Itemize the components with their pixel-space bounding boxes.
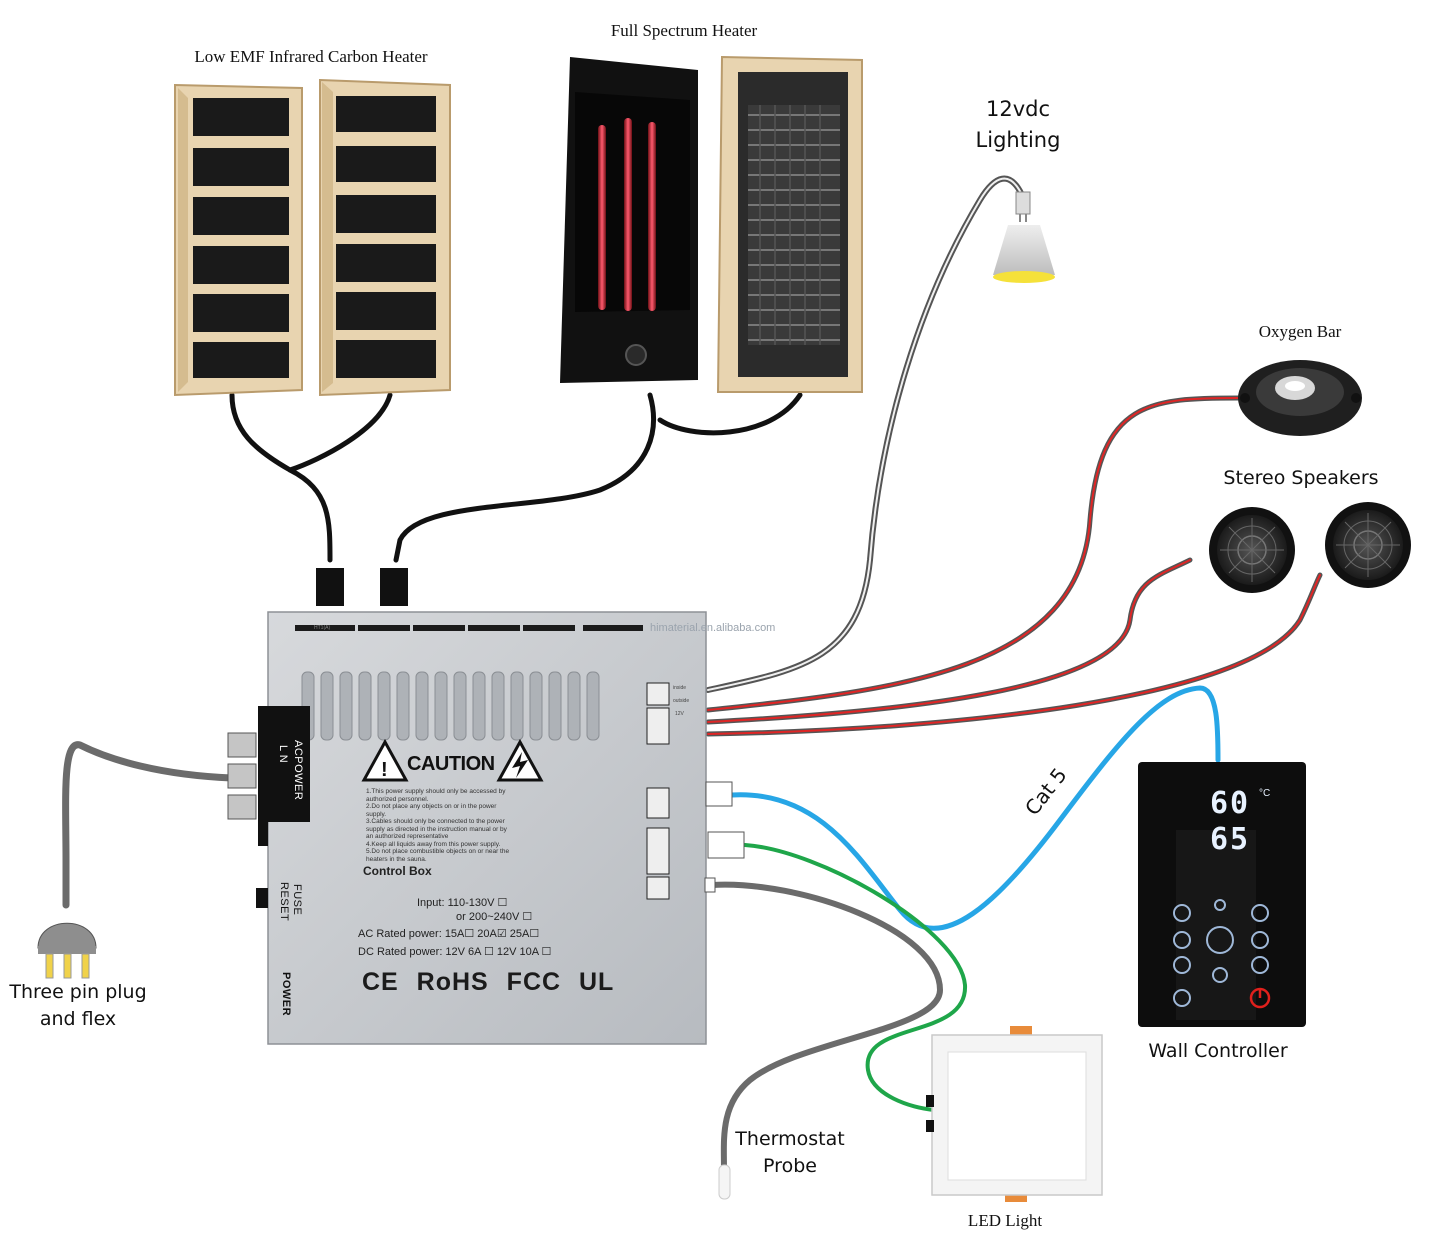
spectrum-heater-cable: [393, 392, 656, 563]
plug-label-line2: and flex: [39, 1008, 117, 1030]
oxygen-bar-cable: [705, 395, 1243, 713]
thermostat-cable: [709, 881, 944, 1173]
carbon-heater-left: [174, 83, 303, 397]
caution-note: authorized personnel.: [366, 795, 429, 803]
fuse-label: FUSE: [291, 884, 303, 916]
plug-label-line1: Three pin plug: [9, 981, 147, 1003]
cat5-cable: [729, 685, 1221, 931]
oxygen-bar-icon: [1238, 360, 1362, 436]
lighting-label-line2: Lighting: [975, 128, 1061, 152]
controller-top-value: 60: [1210, 786, 1251, 821]
reset-label: RESET: [278, 882, 290, 922]
port-outside-label: outside: [673, 698, 690, 704]
spectrum-heater-cable-2: [657, 392, 803, 436]
mains-cable: [62, 741, 236, 909]
wires: [62, 175, 1323, 1173]
full-spectrum-heater-front: [560, 57, 698, 383]
input-spec-1: Input: 110-130V ☐: [417, 897, 508, 909]
svg-text:!: !: [381, 759, 388, 781]
caution-note: 3.Cables should only be connected to the…: [366, 818, 505, 825]
watermark: himaterial.en.alibaba.com: [650, 622, 776, 634]
led-light-icon: [926, 1026, 1103, 1202]
speaker-left-icon: [1209, 507, 1295, 593]
speaker-right-icon: [1325, 502, 1411, 588]
ln-label: L N: [277, 745, 289, 764]
thermostat-probe-icon: [718, 1164, 731, 1200]
led-cable: [743, 843, 968, 1112]
ac-rated-spec: AC Rated power: 15A☐ 20A☑ 25A☐: [358, 928, 540, 940]
speakers-label: Stereo Speakers: [1223, 467, 1379, 489]
speaker-cable-right: [705, 572, 1323, 737]
caution-note: 1.This power supply should only be acces…: [366, 788, 506, 795]
caution-note: 4.Keep all liquids away from this power …: [366, 840, 501, 848]
caution-note: an authorized representative: [366, 833, 449, 840]
carbon-heater-label: Low EMF Infrared Carbon Heater: [194, 47, 428, 66]
caution-note: heaters in the sauna.: [366, 855, 427, 863]
lighting-bulb-icon: [993, 191, 1055, 283]
ac-power-label: ACPOWER: [292, 740, 304, 801]
control-box-title: Control Box: [363, 864, 432, 878]
thermostat-label-line1: Thermostat: [735, 1128, 845, 1150]
caution-note: supply as directed in the instruction ma…: [366, 825, 507, 833]
full-spectrum-heater-label: Full Spectrum Heater: [610, 21, 758, 40]
oxygen-bar-label: Oxygen Bar: [1258, 322, 1342, 341]
carbon-heater-right: [319, 78, 451, 397]
three-pin-plug-icon: [37, 922, 97, 979]
controller-unit: °C: [1259, 788, 1271, 799]
certifications: CE RoHS FCC UL: [362, 968, 615, 996]
port-inside-label: inside: [673, 685, 687, 691]
input-spec-2: or 200~240V ☐: [456, 911, 533, 923]
carbon-heater-cable-2: [287, 392, 393, 473]
power-label: POWER: [280, 972, 292, 1017]
lighting-label-line1: 12vdc: [985, 97, 1051, 121]
caution-note: 2.Do not place any objects on or in the …: [366, 803, 497, 810]
controller-bottom-value: 65: [1210, 822, 1251, 857]
caution-note: supply.: [366, 810, 387, 818]
carbon-heater-cable: [229, 392, 333, 563]
wall-controller: [1138, 762, 1306, 1027]
led-light-label: LED Light: [967, 1211, 1043, 1230]
thermostat-label-line2: Probe: [763, 1155, 817, 1177]
control-box: !: [227, 568, 745, 1045]
caution-note: 5.Do not place combustible objects on or…: [366, 848, 510, 855]
port-ht1: HT1(A): [314, 625, 331, 631]
caution-title: CAUTION: [407, 753, 495, 775]
wall-controller-label: Wall Controller: [1148, 1040, 1288, 1062]
full-spectrum-heater-back: [716, 55, 863, 393]
caution-notes: 1.This power supply should only be acces…: [366, 788, 546, 863]
dc-rated-spec: DC Rated power: 12V 6A ☐ 12V 10A ☐: [358, 946, 552, 958]
port-12v-label: 12V: [675, 711, 684, 717]
